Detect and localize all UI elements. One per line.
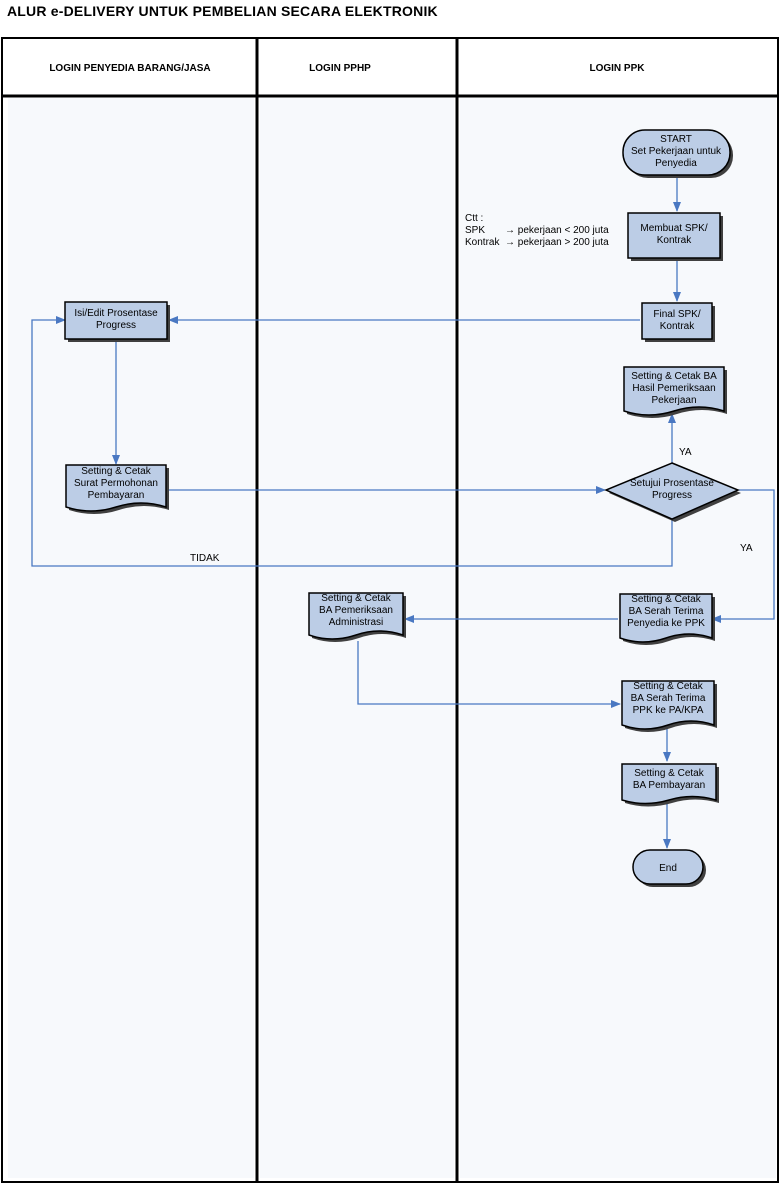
label-line: Setting & Cetak: [634, 768, 704, 779]
label-line: Setting & Cetak BA: [631, 371, 717, 382]
label-line: BA Serah Terima: [629, 606, 704, 617]
node-end-label: End: [659, 863, 677, 874]
label-line: START: [660, 134, 692, 145]
label-line: Kontrak: [657, 235, 692, 246]
label-line: PPK ke PA/KPA: [633, 705, 704, 716]
edge-label-ya-up: YA: [679, 447, 692, 458]
label-line: Final SPK/: [653, 309, 700, 320]
edge-setujui-tidak-to-isi: [31, 316, 673, 567]
lane-ppk-title: LOGIN PPK: [589, 63, 645, 74]
node-buat-spk-label: Membuat SPK/Kontrak: [640, 223, 707, 246]
label-line: Membuat SPK/: [640, 223, 707, 234]
node-buat-spk: Membuat SPK/Kontrak: [627, 212, 723, 261]
label-line: BA Pemeriksaan: [319, 605, 393, 616]
edge-setujui-ya-to-serah-penyedia: [711, 489, 775, 623]
label-line: Setting & Cetak: [81, 466, 151, 477]
note-line-1: Ctt :: [465, 213, 483, 224]
label-line: Penyedia ke PPK: [627, 618, 705, 629]
lane-penyedia-title: LOGIN PENYEDIA BARANG/JASA: [49, 63, 210, 74]
label-line: Penyedia: [655, 158, 697, 169]
note-line-2-value: → pekerjaan < 200 juta: [505, 225, 609, 236]
label-line: Setting & Cetak: [321, 593, 391, 604]
label-line: BA Pembayaran: [633, 780, 705, 791]
swimlane-frame: [1, 37, 779, 1183]
label-line: Pembayaran: [88, 490, 145, 501]
edge-admin-to-serah-ppk: [357, 641, 621, 708]
label-line: BA Serah Terima: [631, 693, 706, 704]
label-line: Kontrak: [660, 321, 695, 332]
note-line-2-label: SPK: [465, 225, 485, 236]
label-line: End: [659, 863, 677, 874]
note-line-3-label: Kontrak: [465, 237, 500, 248]
node-final-spk: Final SPK/Kontrak: [641, 302, 715, 342]
label-line: Isi/Edit Prosentase: [74, 308, 158, 319]
node-final-spk-label: Final SPK/Kontrak: [653, 309, 700, 332]
note-line-3-value: → pekerjaan > 200 juta: [505, 237, 609, 248]
edge-label-ya-right: YA: [740, 543, 753, 554]
lane-pphp-title: LOGIN PPHP: [309, 63, 371, 74]
node-end: End: [632, 849, 706, 887]
label-line: Progress: [96, 320, 136, 331]
label-line: Setting & Cetak: [631, 594, 701, 605]
note-block: Ctt : SPK → pekerjaan < 200 juta Kontrak…: [465, 213, 609, 248]
label-line: Administrasi: [329, 617, 383, 628]
connectors: [31, 176, 775, 849]
label-line: Setujui Prosentase: [630, 478, 714, 489]
edge-label-tidak: TIDAK: [190, 553, 220, 564]
label-line: Progress: [652, 490, 692, 501]
label-line: Pekerjaan: [651, 395, 696, 406]
label-line: Set Pekerjaan untuk: [631, 146, 722, 157]
label-line: Surat Permohonan: [74, 478, 158, 489]
label-line: Setting & Cetak: [633, 681, 703, 692]
diagram-title: ALUR e-DELIVERY UNTUK PEMBELIAN SECARA E…: [7, 3, 438, 19]
label-line: Hasil Pemeriksaan: [632, 383, 715, 394]
